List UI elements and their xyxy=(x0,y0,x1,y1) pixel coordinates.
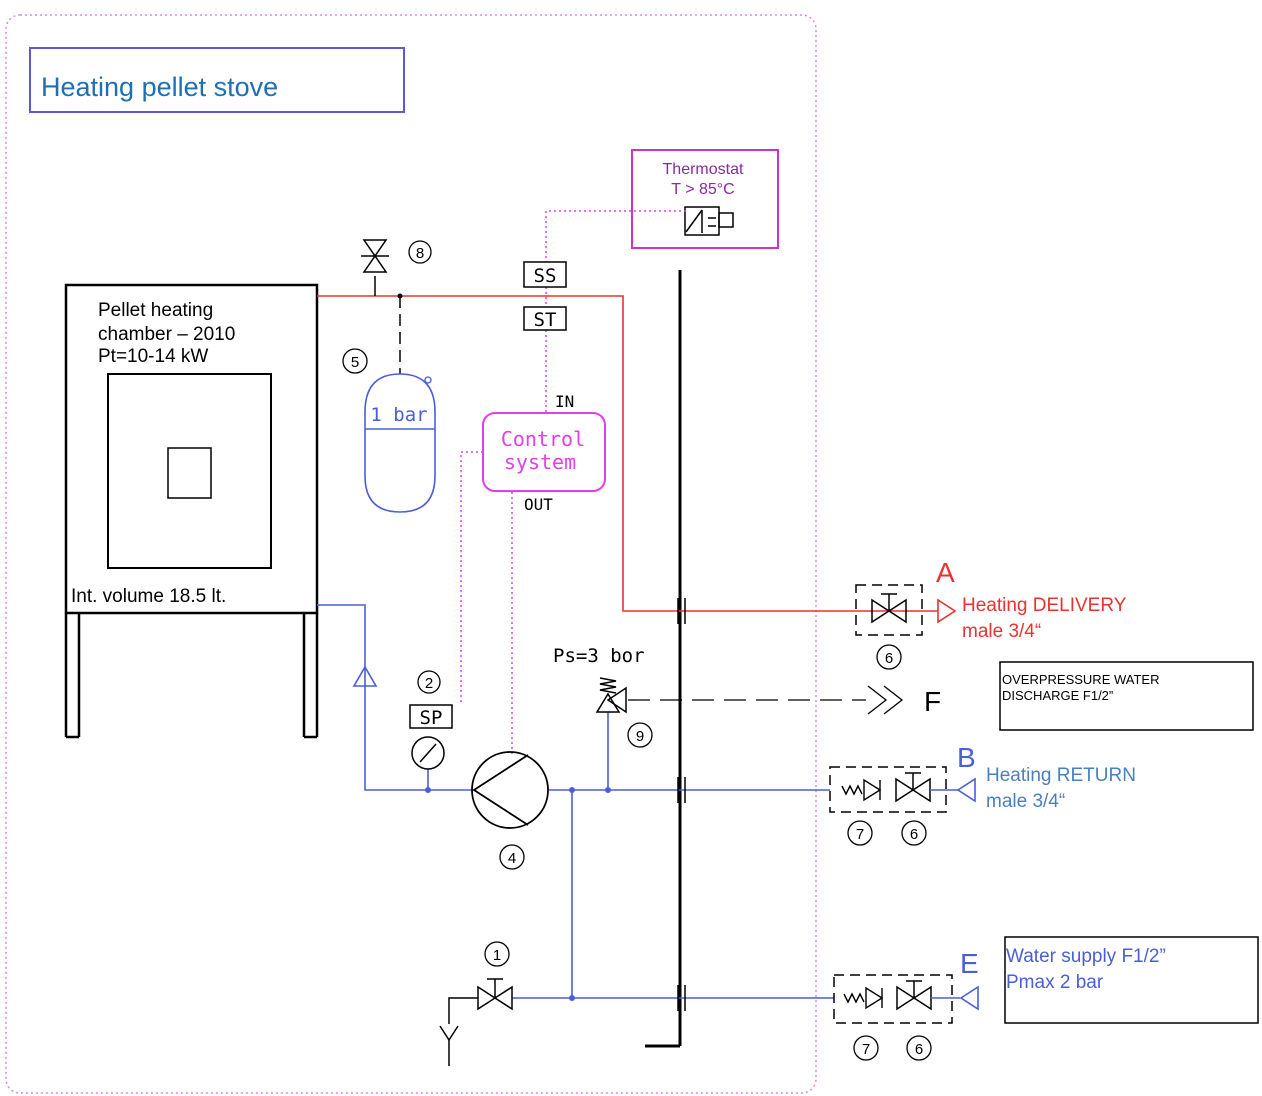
label-8: 8 xyxy=(416,245,424,262)
thermostat-box xyxy=(631,149,779,249)
connection-f-label-line2: DISCHARGE F1/2” xyxy=(1002,688,1113,703)
shutoff-valve-b-icon xyxy=(895,772,958,803)
connection-f-label-line1: OVERPRESSURE WATER xyxy=(1002,672,1159,687)
chamber-volume-label: Int. volume 18.5 lt. xyxy=(71,586,226,607)
label-7e-circle xyxy=(853,1035,879,1061)
label-1: 1 xyxy=(493,947,501,964)
label-5-circle xyxy=(342,348,368,374)
label-2-circle xyxy=(417,670,441,694)
pressure-gauge-icon xyxy=(411,736,445,770)
safety-valve-icon xyxy=(595,677,627,714)
connection-b-label-line1: Heating RETURN xyxy=(986,765,1136,786)
circulation-pump-icon xyxy=(471,751,549,829)
expansion-tank xyxy=(364,373,436,513)
label-9: 9 xyxy=(636,728,644,745)
chamber-label-line2: chamber – 2010 xyxy=(98,324,235,345)
sensor-sp-box xyxy=(409,704,453,729)
door-glass xyxy=(167,447,212,499)
control-input-label: IN xyxy=(555,392,574,411)
delivery-pipe xyxy=(317,295,938,612)
connection-f-letter: F xyxy=(924,686,941,717)
safety-valve-label: Ps=3 bor xyxy=(553,645,645,667)
pellet-heating-chamber xyxy=(64,283,319,739)
combustion-window xyxy=(107,373,272,569)
return-connector-icon xyxy=(956,777,976,803)
label-6e-circle xyxy=(906,1035,932,1061)
label-5: 5 xyxy=(351,354,359,371)
supply-wall-crossing xyxy=(677,985,686,1011)
page-title: Heating pellet stove xyxy=(41,72,278,102)
stove-boundary xyxy=(5,14,817,1094)
label-1-circle xyxy=(484,941,510,967)
label-6b-circle xyxy=(901,820,927,846)
connection-e-letter: E xyxy=(960,948,979,979)
shutoff-valve-a-icon xyxy=(871,593,907,624)
return-pipe xyxy=(317,604,830,998)
control-system-label-line1: Control xyxy=(501,427,585,451)
overpressure-discharge-box xyxy=(999,661,1254,731)
check-valve-e-icon xyxy=(843,986,884,1010)
thermostat-switch-icon xyxy=(684,206,734,236)
label-6a-circle xyxy=(876,644,902,670)
label-6a: 6 xyxy=(885,650,893,667)
label-6e: 6 xyxy=(915,1041,923,1058)
control-system-label-line2: system xyxy=(504,450,576,474)
sensor-ss-label: SS xyxy=(534,265,557,287)
control-system-box xyxy=(482,412,606,492)
check-valve-b-icon xyxy=(841,778,882,802)
sensor-st-label: ST xyxy=(534,309,557,331)
label-7b: 7 xyxy=(856,826,864,843)
flow-direction-arrow-icon xyxy=(352,665,378,687)
sensor-st-box xyxy=(523,306,567,331)
delivery-connector-icon xyxy=(937,598,957,624)
delivery-wall-crossing xyxy=(677,598,686,624)
label-8-circle xyxy=(408,240,432,264)
sensor-ss-box xyxy=(523,261,567,288)
connection-e-label-line2: Pmax 2 bar xyxy=(1006,972,1104,993)
label-7e: 7 xyxy=(862,1041,870,1058)
control-output-label: OUT xyxy=(524,495,553,514)
label-7b-circle xyxy=(847,820,873,846)
control-wiring xyxy=(460,210,686,755)
chamber-label-line3: Pt=10-14 kW xyxy=(98,346,208,367)
water-supply-box xyxy=(1004,936,1259,1024)
sensor-sp-label: SP xyxy=(420,707,443,729)
label-2: 2 xyxy=(425,675,433,692)
connection-a-letter: A xyxy=(936,557,955,588)
connection-b-label-line2: male 3/4“ xyxy=(986,791,1065,812)
label-4: 4 xyxy=(508,850,516,867)
label-9-circle xyxy=(627,722,653,748)
chamber-label-line1: Pellet heating xyxy=(98,300,213,321)
connection-b-letter: B xyxy=(957,742,976,773)
expansion-tank-pressure: 1 bar xyxy=(370,404,427,426)
air-vent-valve-icon xyxy=(361,239,389,273)
connection-e-label-line1: Water supply F1/2” xyxy=(1006,946,1166,967)
valve-group-a xyxy=(855,584,923,636)
discharge-arrow-icon xyxy=(867,685,904,715)
shutoff-valve-e-icon xyxy=(896,980,960,1011)
tank-valve-icon xyxy=(424,376,432,384)
label-6b: 6 xyxy=(910,826,918,843)
drain-valve-icon xyxy=(439,978,513,1066)
valve-group-e xyxy=(833,974,953,1024)
connection-a-label-line1: Heating DELIVERY xyxy=(962,595,1127,616)
thermostat-label-line1: Thermostat xyxy=(663,161,744,178)
title-box xyxy=(29,47,405,113)
return-wall-crossing xyxy=(677,777,686,803)
valve-group-b xyxy=(829,766,947,813)
supply-connector-icon xyxy=(959,985,979,1011)
connection-a-label-line2: male 3/4“ xyxy=(962,621,1041,642)
thermostat-label-line2: T > 85°C xyxy=(671,181,734,198)
label-4-circle xyxy=(499,844,525,870)
